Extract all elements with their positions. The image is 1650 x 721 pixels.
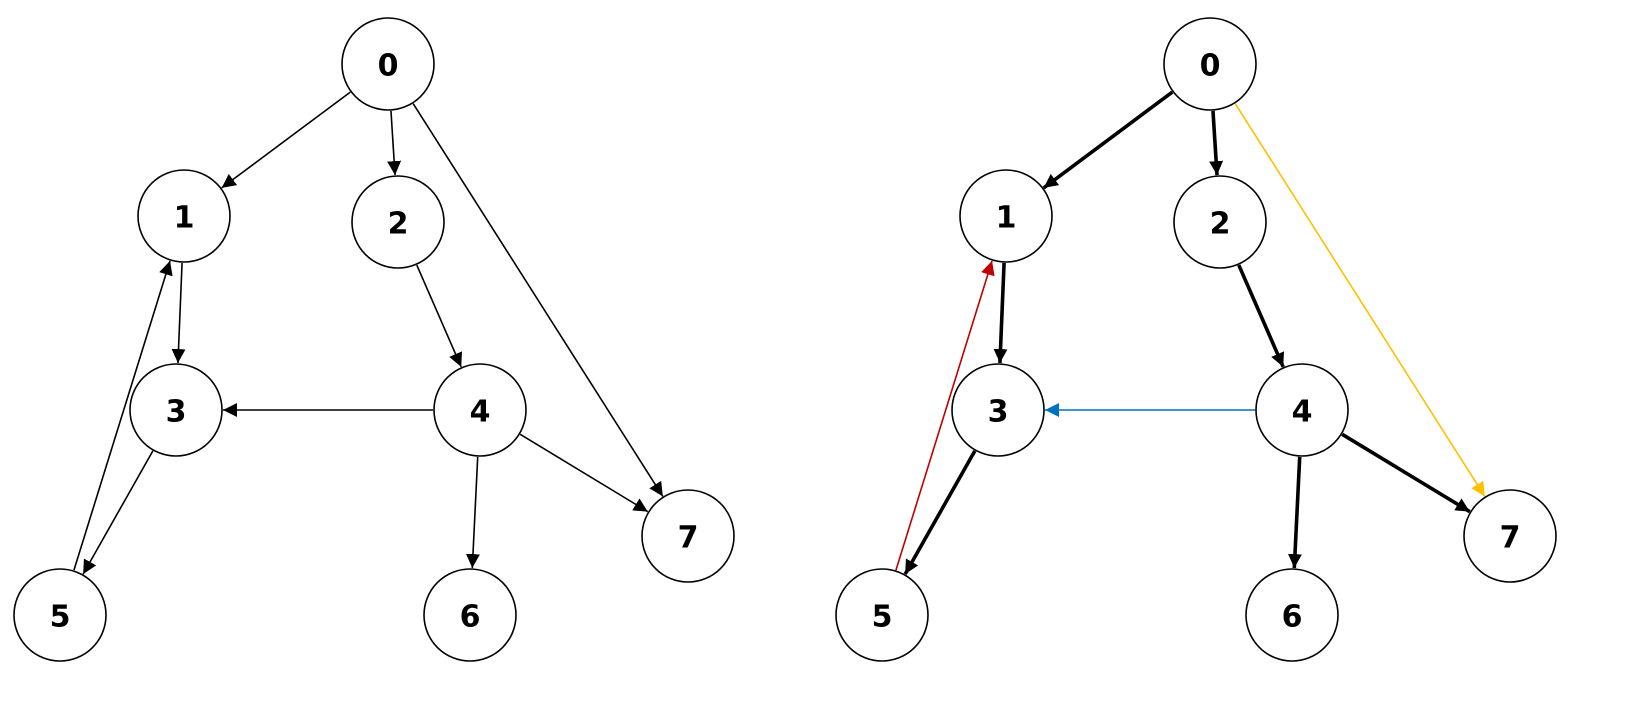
node-label: 0 (378, 49, 399, 84)
node-0: 0 (341, 17, 435, 111)
node-label: 6 (460, 600, 481, 635)
graph-left: 0 1 2 3 4 5 6 7 (13, 17, 735, 662)
node-circle (835, 568, 929, 662)
node-label: 1 (174, 201, 195, 236)
node-circle (1173, 175, 1267, 269)
node-circle (1245, 568, 1339, 662)
node-label: 5 (872, 600, 893, 635)
node-2: 2 (351, 175, 445, 269)
node-circle (641, 489, 735, 583)
node-label: 7 (1500, 521, 1521, 556)
edge-0-to-7 (1234, 103, 1486, 497)
node-1: 1 (137, 169, 231, 263)
edge-1-to-3 (993, 262, 1008, 364)
node-4: 4 (1255, 363, 1349, 457)
node-4: 4 (433, 363, 527, 457)
edge-5-to-1 (73, 260, 173, 571)
node-circle (423, 568, 517, 662)
node-circle (1255, 363, 1349, 457)
node-label: 2 (1210, 207, 1231, 242)
edge-5-to-1 (895, 260, 995, 571)
edge-0-to-2 (1209, 110, 1224, 176)
node-1: 1 (959, 169, 1053, 263)
edge-3-to-5 (82, 450, 154, 575)
node-circle (341, 17, 435, 111)
node-label: 2 (388, 207, 409, 242)
node-label: 3 (988, 395, 1009, 430)
node-6: 6 (423, 568, 517, 662)
node-5: 5 (835, 568, 929, 662)
edge-0-to-1 (221, 91, 351, 189)
edge-0-to-7 (412, 103, 664, 497)
edge-2-to-4 (1237, 264, 1285, 368)
node-5: 5 (13, 568, 107, 662)
edge-2-to-4 (416, 264, 463, 368)
node-6: 6 (1245, 568, 1339, 662)
node-label: 3 (166, 395, 187, 430)
node-circle (433, 363, 527, 457)
node-2: 2 (1173, 175, 1267, 269)
node-label: 5 (50, 600, 71, 635)
edge-4-to-7 (519, 433, 649, 513)
node-circle (137, 169, 231, 263)
edge-4-to-6 (1287, 456, 1302, 569)
node-3: 3 (951, 363, 1045, 457)
edge-0-to-2 (387, 110, 402, 176)
node-7: 7 (1463, 489, 1557, 583)
node-label: 6 (1282, 600, 1303, 635)
node-label: 0 (1200, 49, 1221, 84)
node-label: 4 (1292, 395, 1313, 430)
node-7: 7 (641, 489, 735, 583)
node-circle (129, 363, 223, 457)
node-circle (1163, 17, 1257, 111)
node-circle (13, 568, 107, 662)
node-circle (351, 175, 445, 269)
edge-4-to-6 (465, 456, 480, 569)
node-label: 4 (470, 395, 491, 430)
edge-0-to-1 (1042, 90, 1174, 190)
edge-3-to-5 (903, 450, 977, 575)
node-circle (1463, 489, 1557, 583)
node-label: 1 (996, 201, 1017, 236)
edge-1-to-3 (171, 262, 186, 364)
node-0: 0 (1163, 17, 1257, 111)
node-circle (951, 363, 1045, 457)
edge-4-to-7 (1341, 432, 1471, 514)
node-3: 3 (129, 363, 223, 457)
node-label: 7 (678, 521, 699, 556)
graph-right: 0 1 2 3 4 5 6 7 (835, 17, 1557, 662)
node-circle (959, 169, 1053, 263)
